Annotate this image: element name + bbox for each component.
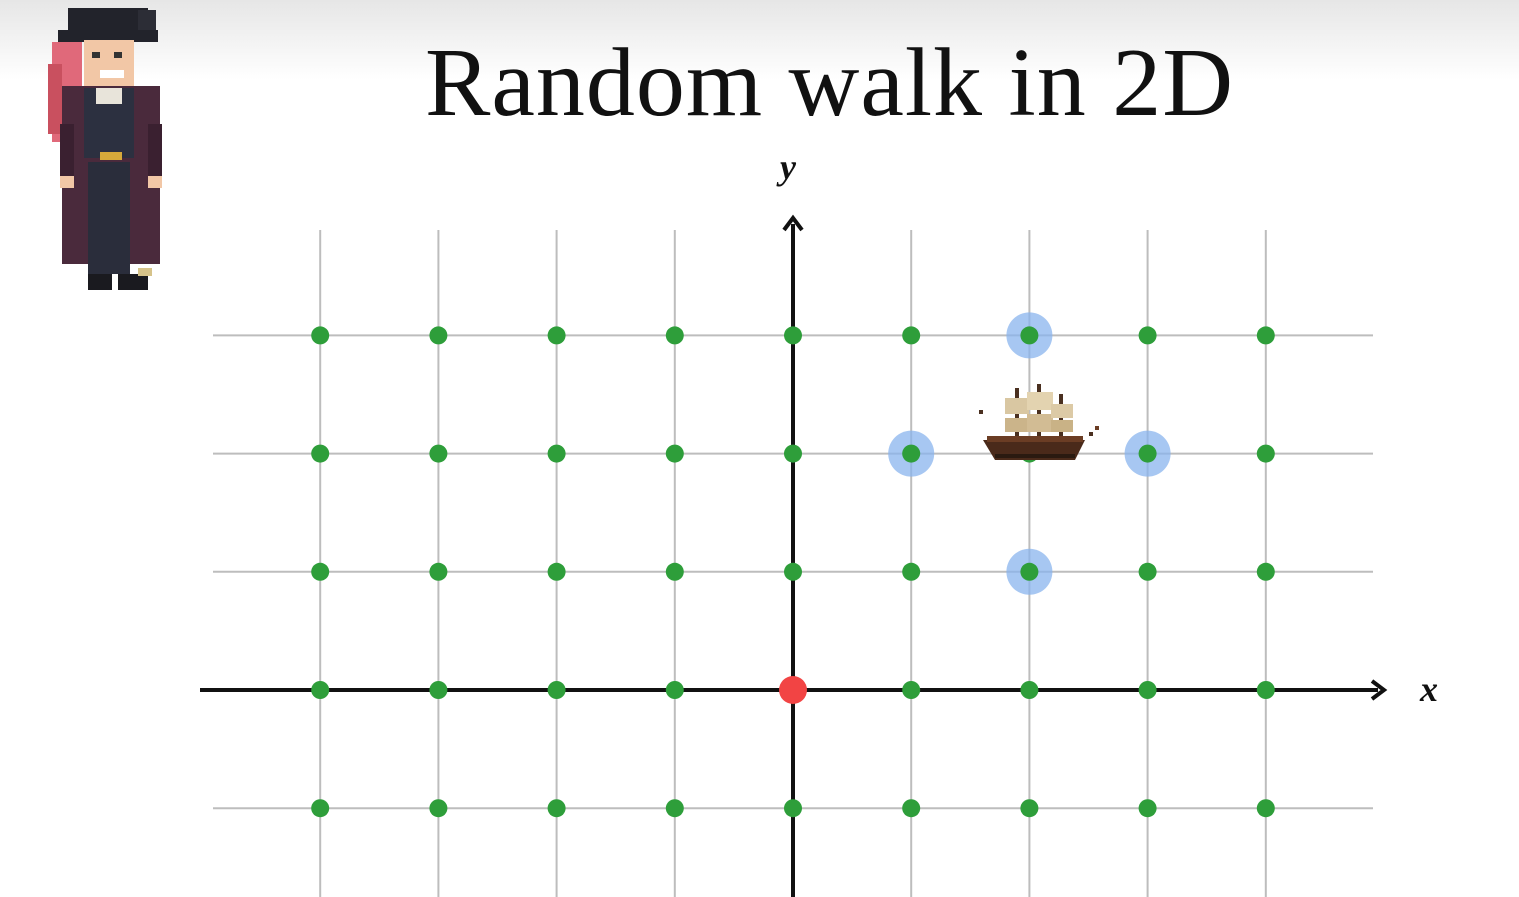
ship-icon (979, 384, 1099, 460)
lattice-point (429, 681, 448, 699)
lattice-point (665, 326, 684, 345)
lattice-point (547, 681, 566, 699)
lattice-point (784, 326, 802, 345)
lattice-point (902, 444, 921, 463)
lattice-point (547, 799, 566, 818)
lattice-point (1256, 326, 1275, 345)
lattice-point (547, 444, 566, 463)
lattice-point (665, 681, 684, 699)
lattice-point (547, 562, 566, 581)
axes (200, 214, 1388, 897)
lattice-point (1020, 799, 1039, 818)
lattice-point (429, 444, 448, 463)
origin-point (779, 676, 807, 704)
lattice-point (784, 799, 802, 818)
lattice-point (902, 681, 921, 699)
y-axis-label: y (780, 147, 796, 187)
lattice-point (311, 799, 330, 818)
lattice-point (311, 326, 330, 345)
lattice-point (665, 562, 684, 581)
lattice-point (1020, 562, 1039, 581)
lattice-point (1020, 326, 1039, 345)
lattice-point (1138, 562, 1157, 581)
top-shade (0, 0, 1519, 80)
lattice-point (1138, 326, 1157, 345)
lattice-point (784, 562, 802, 581)
lattice-point (1256, 799, 1275, 818)
page-title: Random walk in 2D (424, 29, 1235, 137)
pirate-character-icon (48, 8, 162, 290)
lattice-point (902, 562, 921, 581)
lattice-point (1020, 681, 1039, 699)
y-axis-arrowhead (782, 214, 804, 232)
lattice-point (429, 562, 448, 581)
lattice-point (784, 444, 802, 463)
x-axis-arrowhead (1370, 679, 1388, 701)
lattice-point (1138, 799, 1157, 818)
lattice-point (311, 444, 330, 463)
lattice-point (1256, 681, 1275, 699)
lattice-point (902, 799, 921, 818)
x-axis-label: x (1420, 669, 1438, 709)
lattice-point (1138, 681, 1157, 699)
lattice-point (311, 681, 330, 699)
lattice-point (311, 562, 330, 581)
lattice-point (1256, 444, 1275, 463)
lattice-point (665, 799, 684, 818)
lattice-point (1138, 444, 1157, 463)
lattice-point (429, 799, 448, 818)
lattice-point (1256, 562, 1275, 581)
lattice-point (429, 326, 448, 345)
lattice-point (547, 326, 566, 345)
lattice-point (665, 444, 684, 463)
lattice-point (902, 326, 921, 345)
